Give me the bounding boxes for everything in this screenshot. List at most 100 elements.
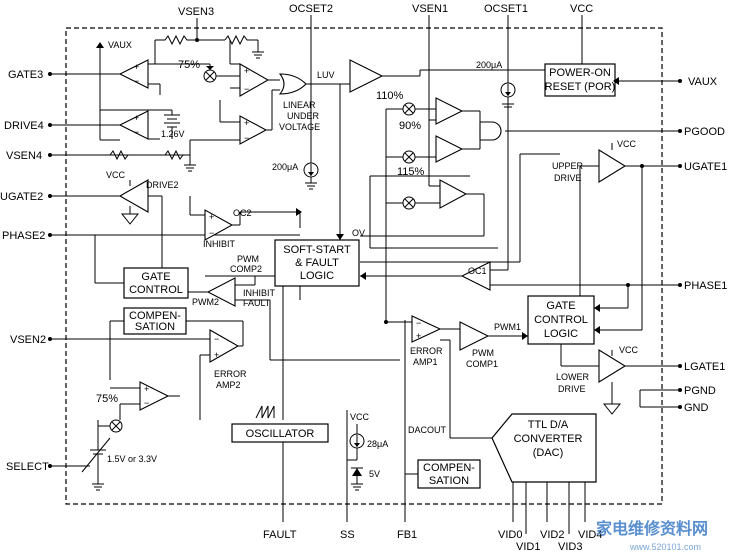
pct-75-bottom: 75% (96, 393, 118, 405)
svg-text:+: + (416, 331, 421, 341)
v126-label: 1.26V (161, 129, 185, 139)
inhibit-label: INHIBIT (203, 239, 236, 249)
pin-phase2: PHASE2 (2, 230, 45, 242)
drive2-label: DRIVE2 (146, 180, 179, 190)
por-line1: POWER-ON (549, 67, 611, 79)
svg-text:+: + (209, 212, 214, 222)
pgood-and-gate (479, 121, 502, 141)
oc1-comparator (460, 261, 491, 291)
watermark-url: www.520101.com (629, 542, 701, 552)
pin-gate3: GATE3 (8, 69, 43, 81)
vaux-small-label: VAUX (108, 40, 132, 50)
oc2-comparator (204, 209, 234, 241)
watermark-cn: 家电维修资料网 (596, 519, 708, 538)
pwm1-label: PWM1 (494, 322, 521, 332)
pwm-comp-label: PWM (472, 348, 494, 358)
vsel-label: 1.5V or 3.3V (107, 454, 157, 464)
i200-top-label: 200μA (476, 60, 502, 70)
pin-ocset2: OCSET2 (289, 3, 333, 15)
gate-control-line2: CONTROL (129, 284, 183, 296)
pin-vsen3: VSEN3 (178, 6, 214, 18)
under-label: UNDER (287, 111, 320, 121)
gate-control-block (123, 267, 189, 299)
vcc-drive2-label: VCC (106, 170, 126, 180)
v5-label: 5V (369, 469, 380, 479)
power-on-reset-block (544, 63, 616, 97)
ov-comparator (439, 179, 468, 209)
error-label-2: ERROR (214, 369, 247, 379)
ov-label: OV (352, 228, 365, 238)
pin-ocset1: OCSET1 (484, 3, 528, 15)
upper-driver (598, 149, 627, 183)
dac-line3: (DAC) (533, 447, 564, 459)
pin-vid3: VID3 (558, 541, 582, 553)
pin-vaux: VAUX (688, 76, 718, 88)
pwm2-comparator (206, 277, 236, 307)
error-label-1: ERROR (410, 346, 443, 356)
fault-label: FAULT (243, 298, 271, 308)
vcc-upper-label: VCC (617, 139, 637, 149)
svg-text:−: − (416, 318, 421, 328)
window-comparator-high (435, 97, 464, 125)
svg-text:+: + (244, 118, 249, 128)
pin-phase1: PHASE1 (684, 280, 727, 292)
error-amp2 (209, 329, 240, 363)
voltage-label: VOLTAGE (279, 122, 320, 132)
comp1-label: COMP1 (466, 359, 498, 369)
pin-select: SELECT (6, 461, 49, 473)
svg-text:+: + (134, 113, 139, 123)
svg-text:−: − (134, 127, 139, 137)
ss-line1: SOFT-START (283, 244, 351, 256)
ss-line2: & FAULT (295, 257, 339, 269)
comp1-line1: COMPEN- (129, 310, 181, 322)
dac-line1: TTL D/A (528, 419, 569, 431)
ugate2-driver (118, 179, 149, 213)
pin-vsen1: VSEN1 (412, 3, 448, 15)
pin-vid1: VID1 (516, 541, 540, 553)
vcc-ss-label: VCC (350, 412, 370, 422)
svg-text:−: − (214, 334, 219, 344)
pwm-label: PWM (237, 254, 259, 264)
pct-110: 110% (376, 90, 404, 102)
dac-line2: CONVERTER (514, 433, 583, 445)
i28-label: 28μA (367, 439, 388, 449)
pin-vcc-top: VCC (570, 3, 593, 15)
por-line2: RESET (POR) (545, 81, 616, 93)
pwm-comparator-1 (459, 321, 490, 351)
vcc-lower-label: VCC (619, 345, 639, 355)
pin-vid2: VID2 (540, 529, 564, 541)
pin-gnd: GND (684, 402, 709, 414)
comp1-line2: SATION (135, 321, 175, 333)
inhibit2-label: INHIBIT (243, 288, 276, 298)
pct-75-top: 75% (178, 59, 200, 71)
uv-comparator-b (239, 115, 268, 145)
luv-buffer (349, 59, 384, 93)
pin-fault: FAULT (263, 529, 297, 541)
pin-vsen4: VSEN4 (6, 150, 42, 162)
svg-text:−: − (134, 76, 139, 86)
comp2-line2: SATION (429, 475, 469, 487)
pin-ugate1: UGATE1 (684, 161, 727, 173)
dac-block (491, 413, 597, 483)
pin-lgate1: LGATE1 (684, 361, 725, 373)
drive4-driver-amp (118, 110, 149, 140)
gate-control-line1: GATE (141, 271, 170, 283)
svg-text:+: + (134, 62, 139, 72)
pin-vid0: VID0 (498, 529, 522, 541)
svg-text:+: + (244, 66, 249, 76)
svg-text:−: − (244, 84, 249, 94)
amp2-label: AMP2 (216, 380, 241, 390)
gate3-driver-amp (118, 59, 149, 89)
amp1-label: AMP1 (413, 357, 438, 367)
chip-boundary (65, 27, 663, 505)
pin-pgood: PGOOD (684, 126, 725, 138)
pin-fb1: FB1 (397, 529, 417, 541)
pwm2-label: PWM2 (192, 297, 219, 307)
pin-vsen2: VSEN2 (10, 334, 46, 346)
linear-label: LINEAR (283, 100, 316, 110)
error-amp1 (411, 315, 442, 343)
upper-label: UPPER (552, 161, 584, 171)
oscillator-label: OSCILLATOR (246, 428, 315, 440)
drive-upper-label: DRIVE (554, 173, 582, 183)
soft-start-fault-logic (274, 239, 360, 287)
